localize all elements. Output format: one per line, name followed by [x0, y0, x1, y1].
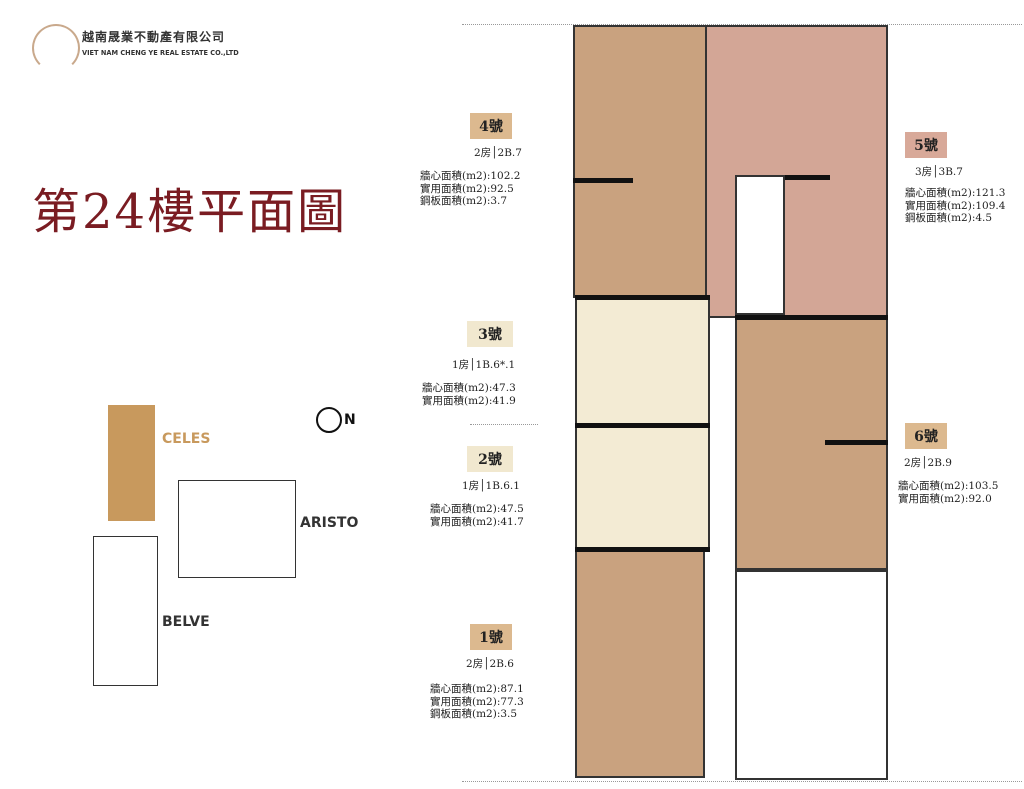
keymap-belve-label: BELVE: [162, 614, 210, 630]
company-name-en: VIET NAM CHENG YE REAL ESTATE CO.,LTD: [82, 49, 239, 57]
unit-4-type: 2房: [474, 147, 492, 159]
company-logo-icon: [32, 24, 80, 72]
unit-1-badge: 1號: [470, 624, 512, 650]
compass-north-label: N: [344, 412, 356, 428]
unit-2-area: [575, 425, 710, 550]
keymap-aristo-label: ARISTO: [300, 515, 359, 531]
unit-5-area: [705, 25, 888, 318]
unit-1-area: [575, 550, 705, 778]
unit-3-badge: 3號: [467, 321, 513, 347]
core-stair-top: [735, 175, 785, 315]
company-name-zh: 越南晟業不動產有限公司: [82, 30, 226, 44]
floor-plan: [555, 25, 890, 780]
unit-6-badge: 6號: [905, 423, 947, 449]
keymap-aristo-building: [178, 480, 296, 578]
unit-4-badge: 4號: [470, 113, 512, 139]
unit-2-badge: 2號: [467, 446, 513, 472]
keymap-celes-building: [108, 405, 155, 521]
unit-3-area: [575, 298, 710, 425]
keymap-celes-label: CELES: [162, 431, 211, 447]
core-elevators: [735, 570, 888, 780]
unit-5-badge: 5號: [905, 132, 947, 158]
keymap-belve-building: [93, 536, 158, 686]
compass-icon: [316, 407, 342, 433]
page-title: 第24樓平面圖: [32, 184, 348, 240]
unit-4-code: 2B.7: [497, 147, 522, 159]
